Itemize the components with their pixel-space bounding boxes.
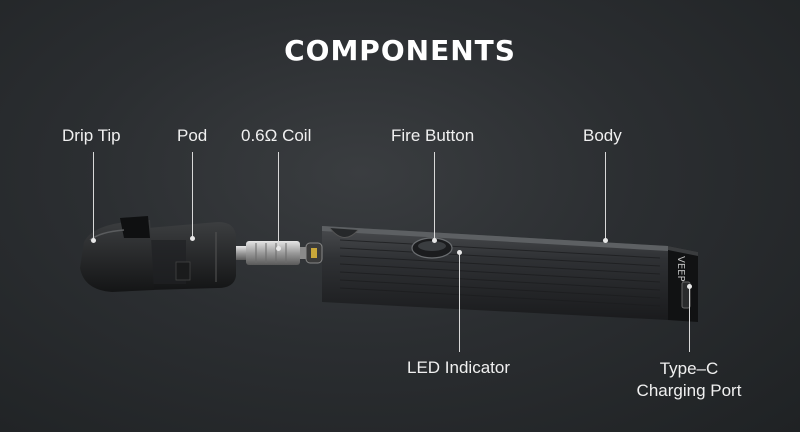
leader-type-c xyxy=(689,286,690,352)
label-drip-tip: Drip Tip xyxy=(62,126,121,145)
leader-dot-pod xyxy=(190,236,195,241)
leader-body xyxy=(605,152,606,240)
label-body: Body xyxy=(583,126,622,145)
leader-dot-body xyxy=(603,238,608,243)
label-type-c-line1: Type–C xyxy=(659,359,719,378)
label-led-indicator: LED Indicator xyxy=(407,358,510,377)
pod xyxy=(146,222,236,290)
leader-dot-led-indicator xyxy=(457,250,462,255)
leader-drip-tip xyxy=(93,152,94,240)
drip-tip xyxy=(80,216,154,292)
leader-dot-drip-tip xyxy=(91,238,96,243)
device-body: VEEP xyxy=(322,226,698,322)
leader-led-indicator xyxy=(459,252,460,352)
label-pod: Pod xyxy=(177,126,208,145)
leader-dot-fire-button xyxy=(432,238,437,243)
label-fire-button: Fire Button xyxy=(391,126,475,145)
label-type-c-line2: Charging Port xyxy=(636,381,742,400)
leader-pod xyxy=(192,152,193,238)
label-type-c: Type–C Charging Port xyxy=(637,358,742,402)
leader-fire-button xyxy=(434,152,435,240)
leader-dot-type-c xyxy=(687,284,692,289)
leader-coil xyxy=(278,152,279,248)
body-logo: VEEP xyxy=(675,256,686,282)
leader-dot-coil xyxy=(276,246,281,251)
label-coil: 0.6Ω Coil xyxy=(241,126,312,145)
page-title: COMPONENTS xyxy=(284,34,516,67)
coil xyxy=(230,241,323,265)
